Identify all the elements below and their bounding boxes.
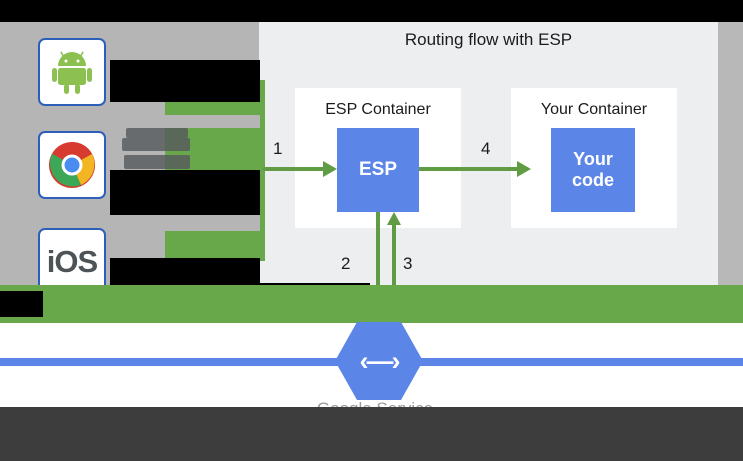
flow-step-number-2: 2 [341, 254, 351, 273]
flow-step-number-4: 4 [481, 139, 491, 158]
green-band [0, 285, 743, 323]
your-code-line-2: code [571, 170, 614, 190]
flow-arrow-2-line [376, 212, 380, 317]
occlusion-bar [110, 170, 260, 215]
esp-container-label: ESP Container [325, 101, 431, 118]
blurred-text [126, 128, 188, 138]
blurred-text [122, 138, 190, 151]
your-code-box[interactable]: Your code [551, 128, 635, 212]
esp-box-label: ESP [358, 159, 398, 180]
esp-service-box[interactable]: ESP [337, 128, 419, 212]
client-tile-ios[interactable]: iOS [38, 228, 106, 296]
bottom-clip-cover [0, 430, 743, 461]
flow-arrow-3-head [387, 212, 401, 225]
chrome-icon [49, 142, 95, 188]
cloud-endpoints-icon[interactable]: ‹—› [335, 322, 423, 400]
flow-arrow-1-line [263, 167, 325, 171]
right-gray-strip [718, 22, 743, 291]
blurred-text [124, 155, 190, 169]
top-black-bar [0, 0, 743, 22]
flow-arrow-4-head [517, 161, 531, 177]
page-title: Routing flow with ESP [404, 30, 573, 49]
your-container-label: Your Container [540, 101, 648, 118]
flow-arrow-4-line [419, 167, 519, 171]
flow-step-number-3: 3 [403, 254, 413, 273]
occlusion-gap [110, 115, 260, 128]
flow-arrow-1-head [323, 161, 337, 177]
android-icon [52, 51, 92, 94]
client-tile-chrome[interactable] [38, 131, 106, 199]
flow-arrow-3-line [392, 225, 396, 317]
ios-label: iOS [46, 244, 98, 279]
flow-step-number-1: 1 [273, 139, 283, 158]
occlusion-bar [110, 60, 260, 102]
occlusion-gap [110, 215, 260, 231]
occlusion-bar [0, 291, 43, 317]
your-code-line-1: Your [573, 148, 613, 169]
client-tile-android[interactable] [38, 38, 106, 106]
api-code-glyph: ‹—› [359, 345, 401, 376]
